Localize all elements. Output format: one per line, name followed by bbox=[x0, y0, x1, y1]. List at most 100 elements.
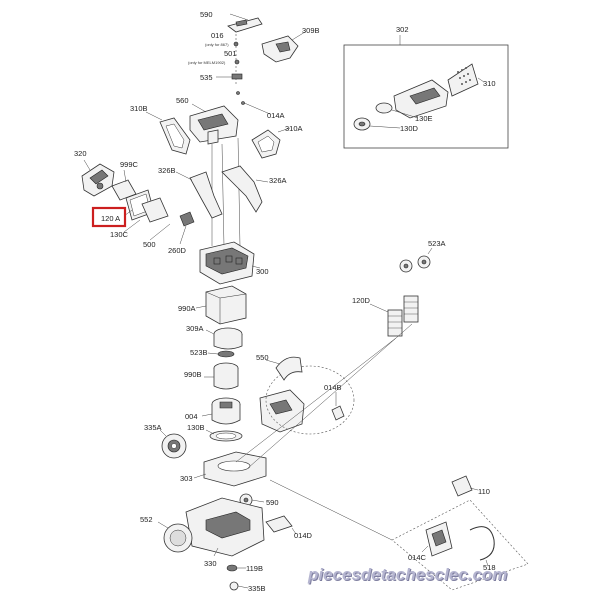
part-550 bbox=[275, 356, 303, 381]
leader-335b bbox=[237, 585, 249, 589]
label-560: 560 bbox=[176, 96, 189, 105]
part-130d bbox=[353, 117, 371, 131]
label-552: 552 bbox=[140, 515, 153, 524]
leader-552 bbox=[157, 521, 169, 529]
label-335a: 335A bbox=[144, 423, 162, 432]
label-014c: 014C bbox=[408, 553, 427, 562]
part-310b bbox=[159, 117, 191, 155]
part-014c bbox=[425, 521, 453, 557]
screw-014a bbox=[241, 101, 245, 105]
part-990b bbox=[213, 362, 239, 390]
leader-326a bbox=[255, 179, 269, 183]
screw-501 bbox=[234, 59, 240, 65]
part-300-motor bbox=[199, 241, 255, 285]
label-110: 110 bbox=[478, 487, 490, 496]
leader-320 bbox=[83, 159, 91, 171]
label-014b: 014B bbox=[324, 383, 342, 392]
part-523a bbox=[399, 255, 431, 273]
label-990a: 990A bbox=[178, 304, 196, 313]
watermark-text: piecesdetachesclec.com bbox=[307, 565, 507, 584]
label-120d: 120D bbox=[352, 296, 371, 305]
label-130b: 130B bbox=[187, 423, 205, 432]
leader-990a bbox=[195, 305, 207, 309]
leader-330 bbox=[213, 547, 219, 557]
part-518-cable bbox=[469, 526, 495, 561]
label-130d: 130D bbox=[400, 124, 419, 133]
label-523b: 523B bbox=[190, 348, 208, 357]
label-309b-top: 309B bbox=[302, 26, 320, 35]
label-335b: 335B bbox=[248, 584, 266, 593]
label-500: 500 bbox=[143, 240, 156, 249]
leader-523b bbox=[207, 352, 219, 355]
label-260d: 260D bbox=[168, 246, 187, 255]
leader-014d bbox=[291, 527, 297, 535]
label-310b: 310B bbox=[130, 104, 148, 113]
label-310a: 310A bbox=[285, 124, 303, 133]
label-300: 300 bbox=[256, 267, 269, 276]
part-552 bbox=[163, 523, 193, 553]
leader-260d bbox=[179, 225, 187, 245]
part-320 bbox=[81, 163, 115, 197]
leader-310b bbox=[145, 111, 163, 121]
screw-upper bbox=[236, 91, 240, 95]
leader-130d bbox=[369, 125, 401, 129]
label-590-top: 590 bbox=[200, 10, 213, 19]
leader-014c bbox=[421, 545, 429, 553]
part-014b bbox=[331, 405, 345, 421]
handle-590-top bbox=[227, 17, 263, 33]
label-120a: 120 A bbox=[101, 214, 120, 223]
part-326b bbox=[189, 171, 223, 219]
part-004 bbox=[211, 397, 241, 425]
label-535: 535 bbox=[200, 73, 213, 82]
inset-bottom-right bbox=[391, 499, 529, 591]
leader-335a bbox=[159, 429, 167, 437]
label-523a: 523A bbox=[428, 239, 446, 248]
part-309b-top bbox=[261, 35, 299, 63]
label-303: 303 bbox=[180, 474, 193, 483]
label-550: 550 bbox=[256, 353, 269, 362]
watermark-shadow: piecesdetachesclec.com bbox=[308, 566, 508, 585]
part-310a bbox=[251, 129, 281, 159]
label-326a: 326A bbox=[269, 176, 287, 185]
inset-link-line bbox=[269, 479, 393, 541]
label-501: 501 bbox=[224, 49, 237, 58]
label-518: 518 bbox=[483, 563, 496, 572]
leader-310 bbox=[477, 77, 485, 83]
label-310: 310 bbox=[483, 79, 496, 88]
label-590-bottom: 590 bbox=[266, 498, 279, 507]
part-303 bbox=[203, 451, 267, 487]
assembly-line-1 bbox=[235, 337, 397, 463]
label-326b: 326B bbox=[158, 166, 176, 175]
leader-590-top bbox=[229, 13, 249, 21]
leader-550 bbox=[265, 359, 281, 365]
part-990a bbox=[205, 285, 247, 325]
label-320: 320 bbox=[74, 149, 87, 158]
leader-130e bbox=[391, 109, 419, 119]
label-999c: 999C bbox=[120, 160, 139, 169]
leader-110 bbox=[469, 487, 479, 491]
note-501: (only for MELM1902) bbox=[188, 60, 226, 65]
part-110 bbox=[451, 475, 473, 497]
note-016: (only for 867) bbox=[205, 42, 229, 47]
label-014d: 014D bbox=[294, 531, 313, 540]
leader-999c bbox=[123, 169, 127, 183]
part-310-nozzle bbox=[393, 63, 479, 119]
leader-309a bbox=[205, 329, 215, 335]
label-330: 330 bbox=[204, 559, 217, 568]
leader-560 bbox=[191, 103, 207, 113]
highlight-box-120a bbox=[91, 206, 127, 228]
part-535 bbox=[231, 73, 243, 80]
leader-130c bbox=[123, 219, 141, 233]
label-014a: 014A bbox=[267, 111, 285, 120]
assembly-line-2 bbox=[247, 323, 413, 469]
part-130c bbox=[141, 197, 169, 223]
leader-590-bottom bbox=[251, 499, 265, 503]
part-326a bbox=[221, 165, 263, 213]
leader-300 bbox=[251, 265, 261, 269]
leader-120d bbox=[369, 303, 389, 313]
label-130c: 130C bbox=[110, 230, 129, 239]
part-119b bbox=[226, 564, 238, 572]
label-004: 004 bbox=[185, 412, 198, 421]
